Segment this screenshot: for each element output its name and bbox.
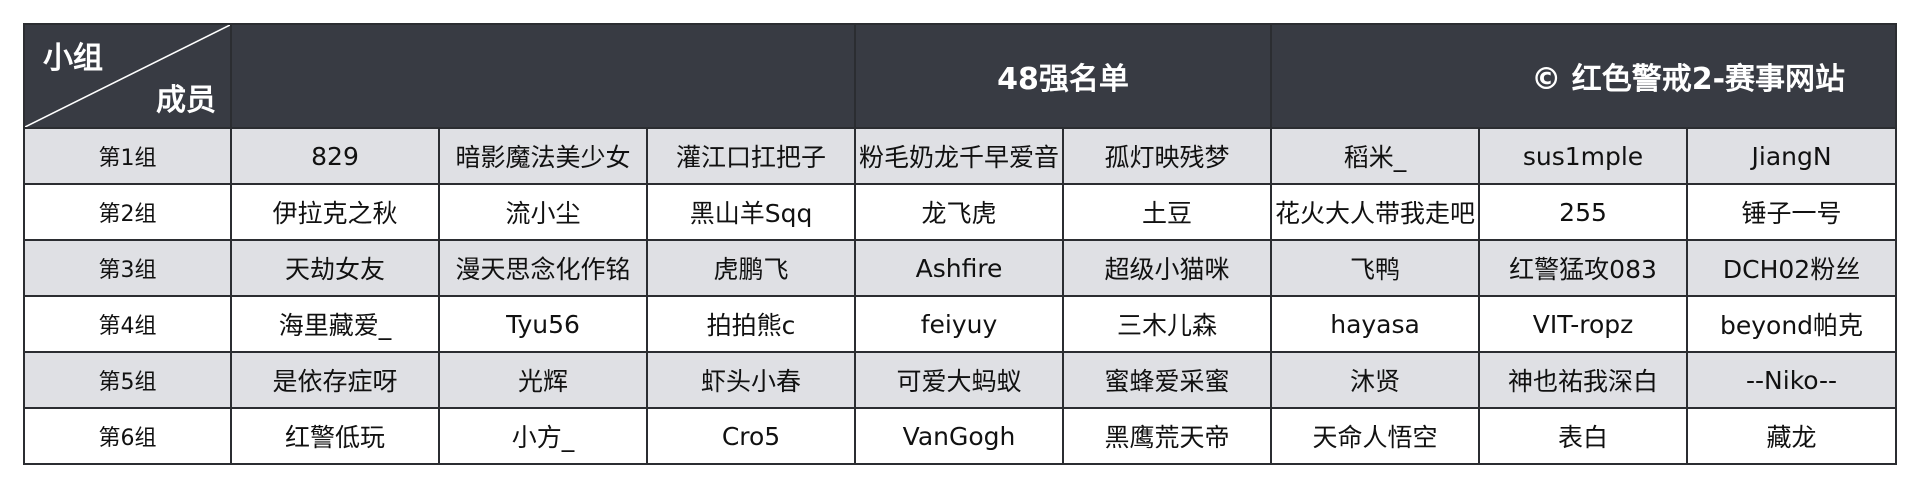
member-cell: JiangN xyxy=(1686,127,1898,185)
member-cell: 伊拉克之秋 xyxy=(230,183,440,241)
group-label: 第4组 xyxy=(23,295,232,353)
diagonal-divider xyxy=(26,26,229,126)
member-cell: 虾头小春 xyxy=(645,351,857,409)
member-cell: 255 xyxy=(1478,183,1689,241)
corner-label-group: 小组 xyxy=(43,41,103,76)
member-cell: 花火大人带我走吧 xyxy=(1270,183,1481,241)
group-label: 第6组 xyxy=(23,407,232,465)
member-cell: sus1mple xyxy=(1478,127,1689,185)
group-label: 第3组 xyxy=(23,239,232,297)
member-cell: 沐贤 xyxy=(1270,351,1481,409)
member-cell: --Niko-- xyxy=(1686,351,1898,409)
site-credit: © 红色警戒2-赛事网站 xyxy=(1270,23,1898,129)
member-cell: 暗影魔法美少女 xyxy=(438,127,648,185)
member-cell: 红警猛攻083 xyxy=(1478,239,1689,297)
header-row: 小组 成员 48强名单 © 红色警戒2-赛事网站 xyxy=(23,23,1898,129)
member-cell: VIT-ropz xyxy=(1478,295,1689,353)
member-cell: 神也祐我深白 xyxy=(1478,351,1689,409)
member-cell: 龙飞虎 xyxy=(854,183,1065,241)
member-cell: Ashfire xyxy=(854,239,1065,297)
member-cell: 表白 xyxy=(1478,407,1689,465)
member-cell: Cro5 xyxy=(645,407,857,465)
member-cell: 虎鹏飞 xyxy=(645,239,857,297)
group-label: 第2组 xyxy=(23,183,232,241)
member-cell: 黑鹰荒天帝 xyxy=(1062,407,1273,465)
member-cell: 土豆 xyxy=(1062,183,1273,241)
member-cell: 流小尘 xyxy=(438,183,648,241)
member-cell: 可爱大蚂蚁 xyxy=(854,351,1065,409)
member-cell: 拍拍熊c xyxy=(645,295,857,353)
member-cell: 灌江口扛把子 xyxy=(645,127,857,185)
member-cell: 829 xyxy=(230,127,440,185)
member-cell: 孤灯映残梦 xyxy=(1062,127,1273,185)
member-cell: 飞鸭 xyxy=(1270,239,1481,297)
member-cell: 小方_ xyxy=(438,407,648,465)
member-cell: 黑山羊Sqq xyxy=(645,183,857,241)
corner-cell: 小组 成员 xyxy=(23,23,232,129)
corner-label-members: 成员 xyxy=(156,83,216,118)
member-cell: 蜜蜂爱采蜜 xyxy=(1062,351,1273,409)
member-cell: feiyuy xyxy=(854,295,1065,353)
group-label: 第1组 xyxy=(23,127,232,185)
member-cell: 光辉 xyxy=(438,351,648,409)
member-cell: 漫天思念化作铭 xyxy=(438,239,648,297)
member-cell: 藏龙 xyxy=(1686,407,1898,465)
member-cell: beyond帕克 xyxy=(1686,295,1898,353)
header-blank xyxy=(229,23,857,129)
group-label: 第5组 xyxy=(23,351,232,409)
page-title: 48强名单 xyxy=(854,23,1273,129)
member-cell: 天命人悟空 xyxy=(1270,407,1481,465)
member-cell: 稻米_ xyxy=(1270,127,1481,185)
member-cell: hayasa xyxy=(1270,295,1481,353)
table-row: 第5组是依存症呀光辉虾头小春可爱大蚂蚁蜜蜂爱采蜜沐贤神也祐我深白--Niko-- xyxy=(23,351,1898,409)
member-cell: 是依存症呀 xyxy=(230,351,440,409)
member-cell: Tyu56 xyxy=(438,295,648,353)
member-cell: 天劫女友 xyxy=(230,239,440,297)
member-cell: VanGogh xyxy=(854,407,1065,465)
member-cell: 三木儿森 xyxy=(1062,295,1273,353)
member-cell: 红警低玩 xyxy=(230,407,440,465)
member-cell: 锤子一号 xyxy=(1686,183,1898,241)
member-cell: 粉毛奶龙千早爱音 xyxy=(854,127,1065,185)
member-cell: 超级小猫咪 xyxy=(1062,239,1273,297)
member-cell: 海里藏爱_ xyxy=(230,295,440,353)
member-cell: DCH02粉丝 xyxy=(1686,239,1898,297)
